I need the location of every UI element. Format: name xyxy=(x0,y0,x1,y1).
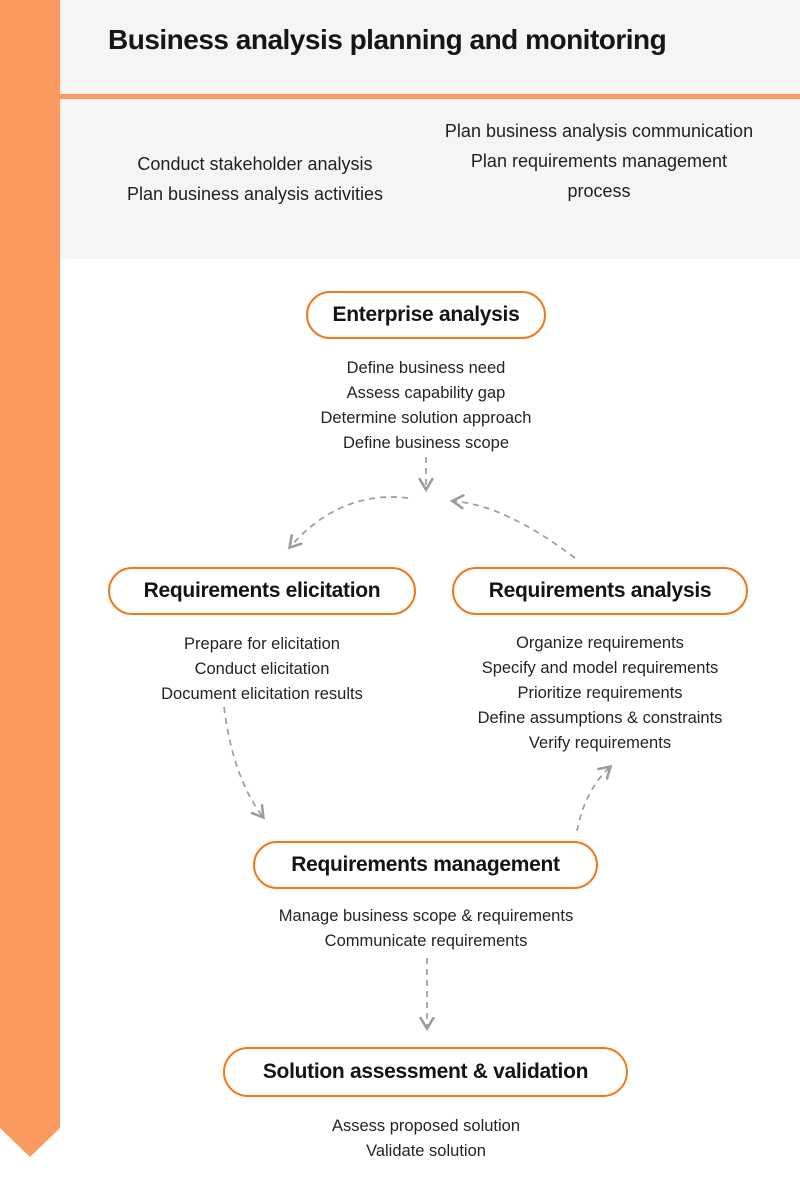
list-item: Conduct elicitation xyxy=(194,660,330,678)
node-solution-assessment-validation: Solution assessment & validation xyxy=(223,1047,628,1097)
requirements-management-items: Manage business scope & requirements Com… xyxy=(236,904,616,954)
list-item: Define business need xyxy=(346,359,506,377)
arrow-management-to-analysis xyxy=(576,764,613,832)
node-label: Requirements management xyxy=(291,853,560,876)
header-task: Plan business analysis activities xyxy=(126,184,384,204)
list-item: Communicate requirements xyxy=(324,932,528,950)
node-requirements-analysis: Requirements analysis xyxy=(452,567,748,615)
list-item: Prioritize requirements xyxy=(517,684,683,702)
list-item: Determine solution approach xyxy=(320,409,532,427)
list-item: Define assumptions & constraints xyxy=(477,709,723,727)
node-requirements-management: Requirements management xyxy=(253,841,598,889)
header-task: Plan business analysis communication xyxy=(444,121,754,141)
list-item: Prepare for elicitation xyxy=(184,635,340,653)
list-item: Verify requirements xyxy=(528,734,672,752)
header-task: Conduct stakeholder analysis xyxy=(137,154,373,174)
node-requirements-elicitation: Requirements elicitation xyxy=(108,567,416,615)
arrow-analysis-to-hub xyxy=(449,494,576,559)
node-enterprise-analysis: Enterprise analysis xyxy=(306,291,546,339)
header-task: Plan requirements management process xyxy=(470,151,728,201)
requirements-elicitation-items: Prepare for elicitation Conduct elicitat… xyxy=(92,632,432,707)
list-item: Assess proposed solution xyxy=(331,1117,521,1135)
header-right-task-list: Plan business analysis communication Pla… xyxy=(444,116,754,206)
arrow-elicitation-to-management xyxy=(223,706,265,820)
left-ribbon-banner xyxy=(0,0,60,1157)
node-label: Requirements elicitation xyxy=(143,579,381,602)
requirements-analysis-items: Organize requirements Specify and model … xyxy=(430,631,770,756)
list-item: Specify and model requirements xyxy=(481,659,719,677)
arrow-hub-to-elicitation xyxy=(287,496,409,550)
node-label: Solution assessment & validation xyxy=(262,1060,589,1083)
header-left-task-list: Conduct stakeholder analysis Plan busine… xyxy=(90,149,420,209)
list-item: Define business scope xyxy=(342,434,509,452)
list-item: Assess capability gap xyxy=(346,384,506,402)
node-label: Enterprise analysis xyxy=(332,303,520,326)
list-item: Manage business scope & requirements xyxy=(278,907,574,925)
list-item: Document elicitation results xyxy=(161,685,363,703)
header-divider-line xyxy=(60,94,800,99)
list-item: Organize requirements xyxy=(516,634,684,652)
node-label: Requirements analysis xyxy=(488,579,712,602)
list-item: Validate solution xyxy=(366,1142,486,1160)
solution-assessment-items: Assess proposed solution Validate soluti… xyxy=(256,1114,596,1164)
page-title: Business analysis planning and monitorin… xyxy=(108,24,667,55)
enterprise-analysis-items: Define business need Assess capability g… xyxy=(256,356,596,456)
header-band: Business analysis planning and monitorin… xyxy=(60,0,800,259)
